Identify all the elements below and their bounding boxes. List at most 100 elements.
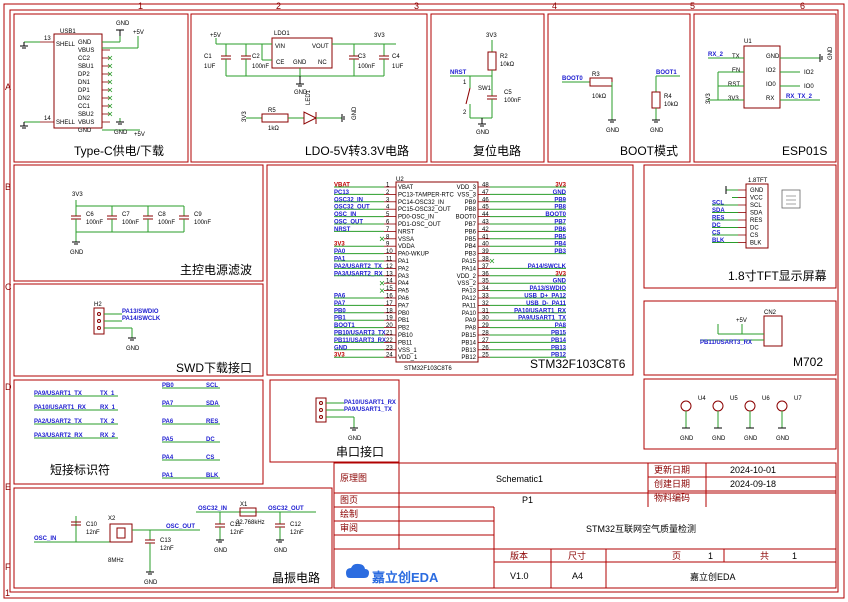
tb-label-page: 图页 xyxy=(340,495,358,505)
c4-ref: C4 xyxy=(392,54,400,60)
mcu-left-pin-label: VDD_1 xyxy=(398,355,418,361)
box-mounts xyxy=(643,378,837,450)
reset-3v3: 3V3 xyxy=(486,33,497,39)
col-label-4: 4 xyxy=(552,1,557,11)
mcu-right-pin-label: PA9 xyxy=(465,318,477,324)
m702-5v: +5V xyxy=(736,318,747,324)
mcu-left-pin-label: PA7 xyxy=(398,303,410,309)
crystal-gnd-1: GND xyxy=(144,580,158,586)
mcu-left-pin-label: PA4 xyxy=(398,281,410,287)
c4-val: 1UF xyxy=(392,64,404,70)
esp-pin-en: EN xyxy=(732,68,740,74)
r4-gnd: GND xyxy=(650,128,664,134)
usb-right-pin-label: DN1 xyxy=(78,80,91,86)
uart-net-tx: PA9/USART1_TX xyxy=(344,407,392,413)
jumper-left-alias: TX_1 xyxy=(100,391,115,397)
ldo-caps: C1 1UF C2 100nF C3 100nF C4 1UF xyxy=(204,44,404,76)
box-uart xyxy=(269,379,400,463)
c10-ref: C10 xyxy=(86,522,98,528)
tft-pin-label: SCL xyxy=(750,203,762,209)
no-connect-mark xyxy=(107,55,113,61)
esp-pin-rx: RX xyxy=(766,96,774,102)
no-connect-mark xyxy=(379,236,385,242)
ldo-pin-gnd: GND xyxy=(293,60,307,66)
mcu-right-net: PB12 xyxy=(551,353,567,359)
mcu-pin-number: 28 xyxy=(482,331,489,337)
cloud-logo-icon xyxy=(346,563,369,578)
mcu-left-pins: VBAT1VBATPC13-TAMPER-RTC2PC13PC14-OSC32_… xyxy=(334,183,454,361)
mcu-right-net: BOOT0 xyxy=(545,212,566,218)
mcu-pin-number: 20 xyxy=(386,323,393,329)
mcu-left-pin-label: PD0-OSC_IN xyxy=(398,215,434,221)
esp-rx2-net: RX_2 xyxy=(708,52,724,58)
tb-label-version: 版本 xyxy=(510,550,528,561)
r2-val: 10kΩ xyxy=(500,62,515,68)
c5-ref: C5 xyxy=(504,90,512,96)
mcu-right-net: PA9/USART1_TX xyxy=(518,316,566,322)
col-label-2: 2 xyxy=(276,1,281,11)
mcu-left-net: PB10/USART3_TX xyxy=(334,331,386,337)
usb-pin14: 14 xyxy=(44,116,51,122)
tft-pin-label: CS xyxy=(750,233,758,239)
mcu-pin-number: 16 xyxy=(386,294,393,300)
mcu-pin-number: 14 xyxy=(386,279,393,285)
mcu-right-net: PB7 xyxy=(554,220,566,226)
tft-screen-icon xyxy=(781,189,801,209)
mcu-left-net: OSC_OUT xyxy=(334,220,363,226)
jumper-left-alias: RX_2 xyxy=(100,433,116,439)
mcu-pin-number: 48 xyxy=(482,183,489,189)
mcu-pin-number: 11 xyxy=(386,257,393,263)
c13-ref: C13 xyxy=(160,538,172,544)
inner-border xyxy=(9,9,839,593)
mcu-left-net: OSC32_IN xyxy=(334,197,363,203)
no-connect-mark xyxy=(107,95,113,101)
esp-ref: U1 xyxy=(744,39,752,45)
box-reset xyxy=(430,13,545,163)
jumper-left-alias: TX_2 xyxy=(100,419,115,425)
mcu-pin-number: 37 xyxy=(482,264,489,270)
tb-label-created: 创建日期 xyxy=(654,478,690,489)
no-connect-mark xyxy=(107,87,113,93)
mcu-pin-number: 41 xyxy=(482,234,489,240)
mounting-hole xyxy=(712,400,724,412)
jumper-right-net: PA1 xyxy=(162,473,174,479)
jumper-left-net: PA9/USART1_TX xyxy=(34,391,82,397)
jumper-right-net: PB0 xyxy=(162,383,174,389)
mcu-pin-number: 18 xyxy=(386,308,393,314)
mcu-right-net: PA8 xyxy=(555,323,567,329)
reset-nrst: NRST xyxy=(450,70,467,76)
mcu-pin-number: 8 xyxy=(386,234,390,240)
r3-resistor xyxy=(589,77,613,87)
mcu-left-pin-label: PB10 xyxy=(398,333,413,339)
no-connect-mark xyxy=(107,63,113,69)
filter-cap-ref: C7 xyxy=(122,212,130,218)
mcu-right-net: GND xyxy=(553,279,567,285)
no-connect-mark xyxy=(107,71,113,77)
mcu-right-pin-label: PA12 xyxy=(462,296,477,302)
r2-resistor xyxy=(487,51,497,71)
mcu-pin-number: 23 xyxy=(386,345,393,351)
x2-ref: X2 xyxy=(108,516,116,522)
mcu-right-pin-label: PB4 xyxy=(465,244,477,250)
usb-right-pin-label: DP2 xyxy=(78,72,90,78)
mcu-pin-number: 27 xyxy=(482,338,489,344)
mcu-left-pin-label: PB1 xyxy=(398,318,410,324)
mcu-left-pin-label: PA2 xyxy=(398,266,410,272)
mcu-left-pin-label: PC15-OSC32_OUT xyxy=(398,207,451,213)
crystal-gnd-2: GND xyxy=(214,548,228,554)
mcu-pin-number: 31 xyxy=(482,308,489,314)
jumper-right-alias: CS xyxy=(206,455,214,461)
jumper-right-alias: RES xyxy=(206,419,218,425)
ldo-gnd: GND xyxy=(294,90,308,96)
tb-value-total: 1 xyxy=(792,551,797,561)
sw1-ref: SW1 xyxy=(478,86,492,92)
mcu-pin-number: 29 xyxy=(482,323,489,329)
usb-5v-label-2: +5V xyxy=(134,132,145,138)
tft-net-label: RES xyxy=(712,216,724,222)
tft-pin-label: RES xyxy=(750,218,762,224)
filter-cap-val: 100nF xyxy=(158,220,175,226)
mcu-left-net: PC13 xyxy=(334,190,350,196)
mcu-right-net: PB13 xyxy=(551,345,567,351)
